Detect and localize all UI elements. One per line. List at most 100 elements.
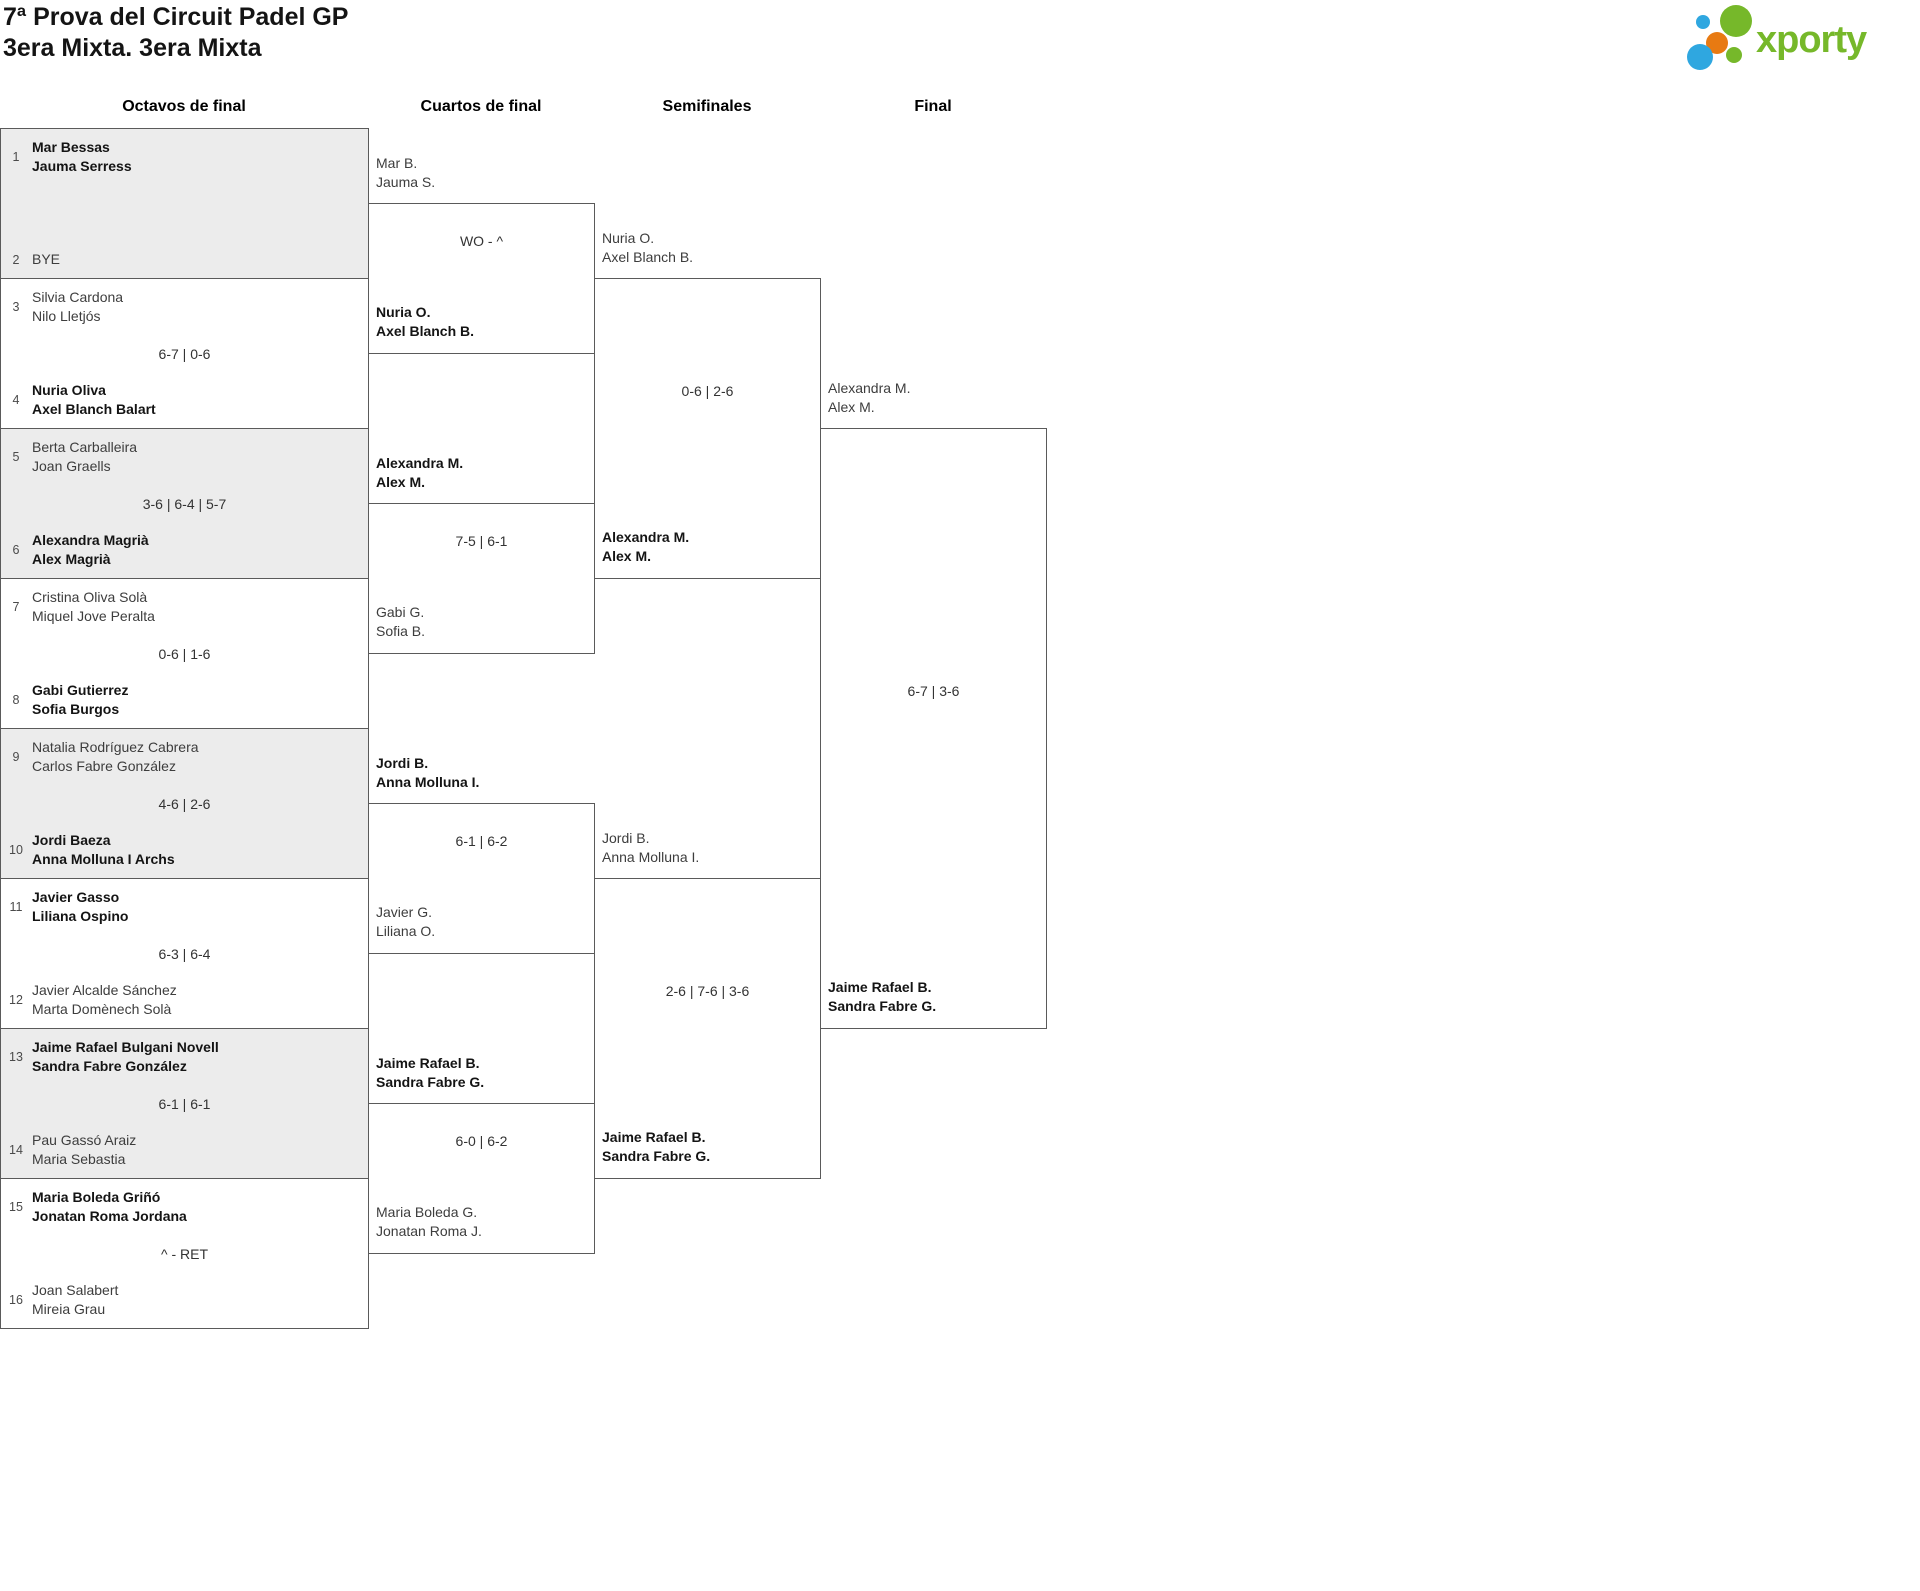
round-header-cuartos: Cuartos de final [420,98,542,115]
player-name: Natalia Rodríguez Cabrera [32,739,199,755]
team-names: Jordi B. Anna Molluna I. [376,754,479,792]
player-name: Javier G. [376,904,433,920]
match-score: 0-6 | 2-6 [681,382,734,399]
player-name: Jaime Rafael B. [376,1055,480,1071]
seed-number: 15 [9,1200,23,1214]
team-slot: 1 Mar Bessas Jauma Serress [1,138,132,176]
player-name: Mar B. [376,155,418,171]
team-slot: 12 Javier Alcalde Sánchez Marta Domènech… [1,981,177,1019]
seed-number: 14 [9,1143,23,1157]
player-name: Maria Sebastia [32,1151,126,1167]
match-cuartos-4: Jaime Rafael B. Sandra Fabre G. 6-0 | 6-… [368,1055,595,1254]
match-octavos-7: 13 Jaime Rafael Bulgani Novell Sandra Fa… [0,1028,369,1179]
match-octavos-1: 1 Mar Bessas Jauma Serress 2 BYE [0,128,369,279]
player-name: Nilo Lletjós [32,308,101,324]
team-names: Jaime Rafael Bulgani Novell Sandra Fabre… [32,1038,219,1076]
match-score: 3-6 | 6-4 | 5-7 [142,495,227,512]
match-score: 6-7 | 3-6 [907,682,960,699]
player-name: Gabi G. [376,604,425,620]
player-name: Marta Domènech Solà [32,1001,172,1017]
team-slot: 15 Maria Boleda Griñó Jonatan Roma Jorda… [1,1188,187,1226]
team-names: Jordi Baeza Anna Molluna I Archs [32,831,175,869]
logo-dot-blue-large-icon [1687,44,1713,70]
match-score: 6-0 | 6-2 [455,1132,508,1149]
team-names: Gabi G. Sofia B. [376,603,425,641]
player-name: Alex Magrià [32,551,111,567]
seed-number: 16 [9,1293,23,1307]
player-name: Pau Gassó Araiz [32,1132,137,1148]
match-semifinal-1: Nuria O. Axel Blanch B. 0-6 | 2-6 Alexan… [594,230,821,579]
team-names: Joan Salabert Mireia Grau [32,1281,118,1319]
xporty-logo[interactable]: xporty [1680,5,1895,75]
round-header-final: Final [914,98,952,115]
seed-number: 2 [12,252,20,267]
player-name: Sofia Burgos [32,701,120,717]
match-score: 4-6 | 2-6 [158,795,211,812]
team-names: Silvia Cardona Nilo Lletjós [32,288,123,326]
team-names: Alexandra M. Alex M. [602,528,689,566]
player-name: Mar Bessas [32,139,110,155]
seed-number: 3 [12,300,20,314]
team-slot: 3 Silvia Cardona Nilo Lletjós [1,288,124,326]
player-name: Anna Molluna I. [602,849,700,865]
page-title: 7ª Prova del Circuit Padel GP [3,3,349,31]
player-name: Sofia B. [376,623,426,639]
match-score: 7-5 | 6-1 [455,532,508,549]
player-name: Gabi Gutierrez [32,682,129,698]
round-header-semifinales: Semifinales [662,98,752,115]
team-names: Jaime Rafael B. Sandra Fabre G. [376,1054,484,1092]
match-score: 6-7 | 0-6 [158,345,211,362]
seed-number: 12 [9,993,23,1007]
seed-number: 5 [12,450,20,464]
player-name: Axel Blanch Balart [32,401,156,417]
player-name: Alex M. [602,548,652,564]
seed-number: 4 [12,393,20,407]
match-octavos-2: 3 Silvia Cardona Nilo Lletjós 6-7 | 0-6 … [0,278,369,429]
team-names: Jaime Rafael B. Sandra Fabre G. [828,978,936,1016]
player-name: Anna Molluna I Archs [32,851,175,867]
match-cuartos-3: Jordi B. Anna Molluna I. 6-1 | 6-2 Javie… [368,755,595,954]
team-slot: 8 Gabi Gutierrez Sofia Burgos [1,681,129,719]
player-name: Maria Boleda Griñó [32,1189,161,1205]
player-name: Jaime Rafael B. [828,979,932,995]
match-octavos-4: 7 Cristina Oliva Solà Miquel Jove Peralt… [0,578,369,729]
match-octavos-6: 11 Javier Gasso Liliana Ospino 6-3 | 6-4… [0,878,369,1029]
team-names: Javier Gasso Liliana Ospino [32,888,128,926]
match-octavos-3: 5 Berta Carballeira Joan Graells 3-6 | 6… [0,428,369,579]
team-slot: 16 Joan Salabert Mireia Grau [1,1281,118,1319]
team-names: Gabi Gutierrez Sofia Burgos [32,681,128,719]
team-names: Nuria Oliva Axel Blanch Balart [32,381,156,419]
player-name: Jonatan Roma Jordana [32,1208,187,1224]
team-names: Maria Boleda G. Jonatan Roma J. [376,1203,482,1241]
team-slot: 9 Natalia Rodríguez Cabrera Carlos Fabre… [1,738,199,776]
page-subtitle: 3era Mixta. 3era Mixta [3,34,262,62]
player-name: Jordi Baeza [32,832,111,848]
player-name: Sandra Fabre G. [602,1148,711,1164]
team-slot: 14 Pau Gassó Araiz Maria Sebastia [1,1131,136,1169]
player-name: Alex M. [828,399,875,415]
player-name: Mireia Grau [32,1301,106,1317]
player-name: BYE [32,251,61,267]
player-name: Jaime Rafael B. [602,1129,706,1145]
seed-number: 8 [12,693,20,707]
team-names: Maria Boleda Griñó Jonatan Roma Jordana [32,1188,187,1226]
player-name: Jordi B. [602,830,650,846]
seed-number: 1 [12,150,20,164]
team-names: Cristina Oliva Solà Miquel Jove Peralta [32,588,155,626]
logo-dot-green-large-icon [1720,5,1752,37]
seed-number: 13 [9,1050,23,1064]
team-names: Natalia Rodríguez Cabrera Carlos Fabre G… [32,738,199,776]
player-name: Berta Carballeira [32,439,138,455]
team-names: Jaime Rafael B. Sandra Fabre G. [602,1128,710,1166]
match-octavos-8: 15 Maria Boleda Griñó Jonatan Roma Jorda… [0,1178,369,1329]
player-name: Sandra Fabre G. [828,998,937,1014]
team-names: Alexandra Magrià Alex Magrià [32,531,149,569]
player-name: Jaime Rafael Bulgani Novell [32,1039,219,1055]
player-name: Nuria O. [602,230,655,246]
team-names: Pau Gassó Araiz Maria Sebastia [32,1131,136,1169]
match-score: 6-3 | 6-4 [158,945,211,962]
player-name: Nuria O. [376,304,431,320]
player-name: Anna Molluna I. [376,774,480,790]
player-name: Sandra Fabre González [32,1058,187,1074]
